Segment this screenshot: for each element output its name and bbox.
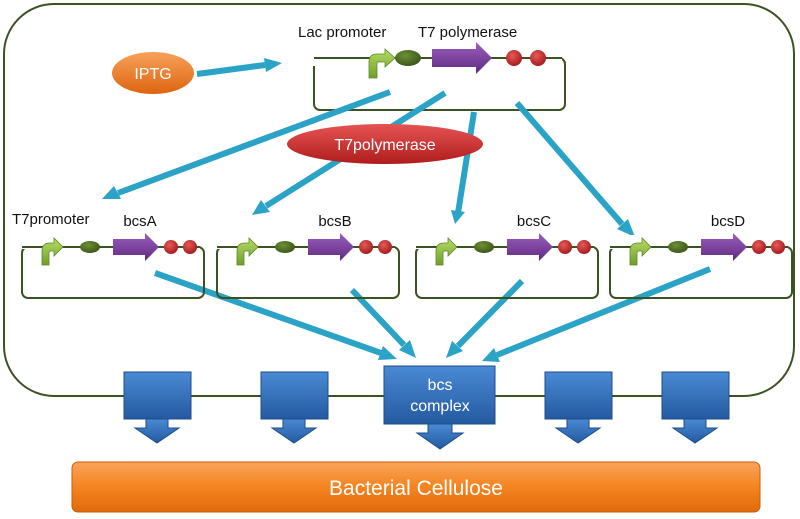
bcsC-to-complex-arrow <box>455 278 525 349</box>
terminator-icon <box>771 240 785 254</box>
terminator-icon <box>577 240 591 254</box>
bcs-complex-label-line2: complex <box>410 398 470 415</box>
arrows <box>116 62 712 358</box>
iptg-oval <box>112 52 194 94</box>
bcs-complex-label-line1: bcs <box>428 377 453 394</box>
gene-icon <box>308 233 354 261</box>
bcs-plasmid-bcsa: bcsA <box>20 213 205 299</box>
gene-icon <box>113 233 159 261</box>
bcsA-to-complex-arrow <box>153 270 383 356</box>
rbs-icon <box>395 50 421 66</box>
arrowhead <box>264 58 282 72</box>
gene-icon <box>701 233 747 261</box>
arrowhead <box>446 341 463 358</box>
t7-promoter-icon <box>41 237 64 266</box>
bcs-plasmid-bcsd: bcsD <box>608 213 793 299</box>
bcs-complex: bcs complex <box>383 365 496 450</box>
t7-polymerase-protein-oval <box>287 124 483 164</box>
transporter-arrow <box>133 418 181 444</box>
t7-to-bcsD-arrow <box>514 101 625 226</box>
gene-label: bcsC <box>517 213 551 230</box>
rbs-icon <box>474 241 494 253</box>
lac-plasmid: Lac promoter T7 polymerase <box>298 24 566 111</box>
t7-promoter-icon <box>435 237 458 266</box>
bcs-plasmid-bcsc: bcsC <box>414 213 599 299</box>
arrowhead <box>617 219 635 237</box>
gene-label: bcsA <box>123 213 156 230</box>
lac-promoter-icon <box>368 48 396 79</box>
gene-icon <box>507 233 553 261</box>
rbs-icon <box>80 241 100 253</box>
arrowhead <box>252 200 270 215</box>
arrowhead <box>451 210 465 224</box>
terminator-icon <box>530 50 546 66</box>
transporter-arrow <box>554 418 602 444</box>
rbs-icon <box>275 241 295 253</box>
bcs-plasmid-bcsb: bcsB <box>215 213 400 299</box>
terminator-icon <box>506 50 522 66</box>
t7-polymerase-protein-label: T7polymerase <box>334 137 435 154</box>
rbs-icon <box>668 241 688 253</box>
t7-promoter-label: T7promoter <box>12 211 90 228</box>
terminator-icon <box>378 240 392 254</box>
transporter-body <box>123 371 192 420</box>
bcs-plasmids: bcsA bcsB bcsC bcsD <box>20 213 793 299</box>
gene-label: bcsD <box>711 213 745 230</box>
transporter-body <box>661 371 730 420</box>
lac-promoter-label: Lac promoter <box>298 24 386 41</box>
membrane-transporters <box>123 371 730 444</box>
transporter-arrow <box>671 418 719 444</box>
terminator-icon <box>558 240 572 254</box>
bacterial-cellulose-label: Bacterial Cellulose <box>329 477 503 500</box>
bcsD-to-complex-arrow <box>495 266 712 358</box>
bcsB-to-complex-arrow <box>349 287 407 348</box>
t7-to-bcsA-arrow <box>116 89 392 196</box>
terminator-icon <box>183 240 197 254</box>
terminator-icon <box>359 240 373 254</box>
terminator-icon <box>164 240 178 254</box>
transporter-body <box>260 371 329 420</box>
t7-to-bcsC-arrow <box>455 111 477 214</box>
t7-promoter-icon <box>236 237 259 266</box>
t7-polymerase-gene-icon <box>432 42 492 74</box>
bcs-complex-arrow <box>415 423 465 450</box>
iptg-to-lac-arrow <box>196 62 266 77</box>
arrowhead <box>482 348 500 362</box>
arrowhead <box>378 346 397 360</box>
bacterial-cellulose-bar <box>71 461 761 513</box>
terminator-icon <box>752 240 766 254</box>
transporter-arrow <box>270 418 318 444</box>
arrowhead <box>399 340 416 358</box>
bcs-complex-body <box>383 365 496 425</box>
transporter-body <box>544 371 613 420</box>
iptg-label: IPTG <box>134 66 171 83</box>
gene-label: bcsB <box>318 213 351 230</box>
arrowheads <box>102 58 635 362</box>
arrowhead <box>102 186 121 199</box>
t7-polymerase-gene-label: T7 polymerase <box>418 24 517 41</box>
t7-promoter-icon <box>629 237 652 266</box>
